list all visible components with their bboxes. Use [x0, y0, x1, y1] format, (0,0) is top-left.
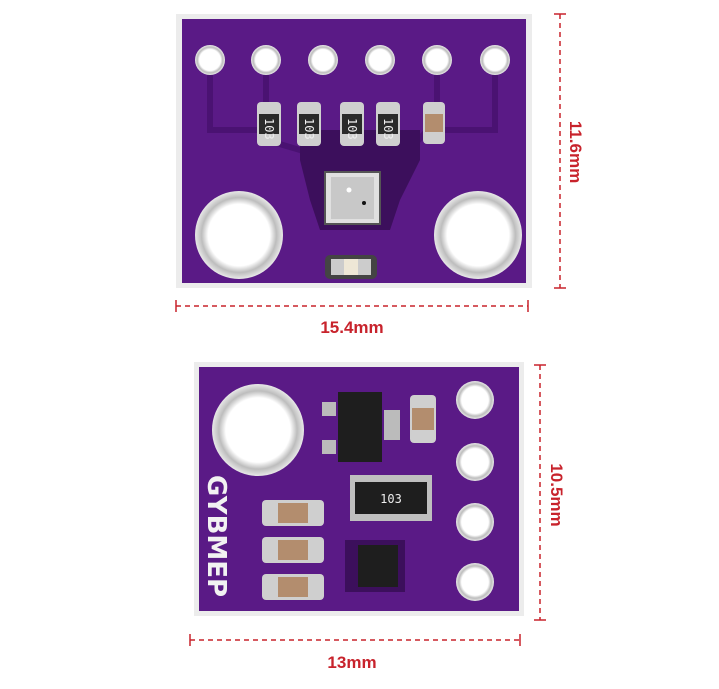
top-width-label: 15.4mm — [320, 318, 383, 337]
bottom-width-dimension — [189, 634, 521, 646]
mosfet — [345, 540, 405, 592]
svg-text:103: 103 — [345, 118, 359, 140]
mounting-hole — [195, 191, 283, 279]
resistor: 103 — [376, 102, 400, 146]
bottom-height-dimension — [534, 364, 546, 621]
pin-hole — [456, 503, 494, 541]
resistor: 103 — [257, 102, 281, 146]
mounting-hole — [434, 191, 522, 279]
top-width-dimension — [175, 300, 529, 312]
resistors — [262, 500, 324, 600]
pin-hole — [308, 45, 338, 75]
header-pin-holes — [195, 45, 510, 75]
bottom-width-label: 13mm — [327, 653, 376, 672]
regulator — [322, 392, 400, 462]
svg-text:103: 103 — [381, 118, 395, 140]
svg-text:103: 103 — [302, 118, 316, 140]
bottom-board: GYBMEP 103 — [194, 362, 524, 616]
resistor — [262, 500, 324, 526]
resistors: 103 103 103 103 — [257, 102, 445, 146]
led — [325, 255, 377, 279]
top-height-label: 11.6mm — [566, 121, 585, 183]
resistor: 103 — [340, 102, 364, 146]
header-pin-holes — [456, 381, 494, 601]
mounting-hole — [212, 384, 304, 476]
pin-hole — [195, 45, 225, 75]
pin-hole — [365, 45, 395, 75]
svg-text:103: 103 — [262, 118, 276, 140]
capacitor — [423, 102, 445, 144]
pin-hole — [456, 381, 494, 419]
pin-hole — [456, 443, 494, 481]
resistor-array: 103 — [350, 475, 432, 521]
capacitor — [410, 395, 436, 443]
svg-text:103: 103 — [380, 492, 402, 506]
resistor: 103 — [297, 102, 321, 146]
resistor — [262, 574, 324, 600]
pressure-sensor — [324, 171, 381, 225]
silkscreen-label: GYBMEP — [201, 475, 231, 597]
pin-hole — [422, 45, 452, 75]
top-board: 103 103 103 103 — [176, 14, 532, 288]
resistor — [262, 537, 324, 563]
pin-hole — [480, 45, 510, 75]
top-height-dimension — [554, 13, 566, 289]
pin-hole — [456, 563, 494, 601]
bottom-height-label: 10.5mm — [547, 463, 566, 526]
pin-hole — [251, 45, 281, 75]
